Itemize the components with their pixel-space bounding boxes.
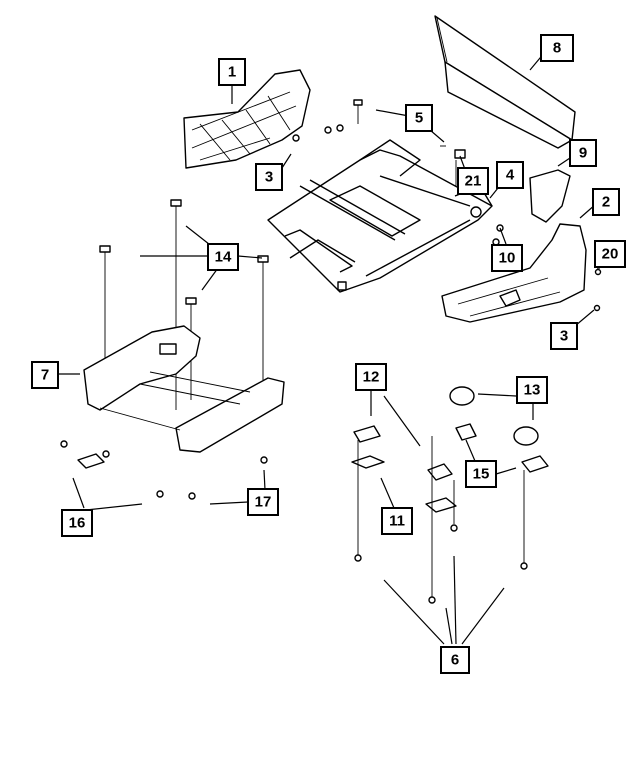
svg-text:2: 2 [602, 194, 610, 211]
callout-5: 5 [405, 104, 433, 132]
svg-text:21: 21 [465, 173, 482, 190]
part-13-bushings [449, 386, 539, 446]
svg-text:16: 16 [69, 515, 86, 532]
svg-text:3: 3 [560, 328, 568, 345]
callout-12: 12 [355, 363, 387, 391]
svg-text:1: 1 [228, 64, 236, 81]
part-1-inner-shield [183, 69, 311, 169]
callout-9: 9 [569, 139, 597, 167]
part-11-bracket [425, 436, 458, 604]
part-12-bracket [351, 425, 385, 562]
svg-text:4: 4 [506, 167, 515, 184]
svg-text:11: 11 [389, 513, 405, 530]
callout-3-lower: 3 [550, 322, 578, 350]
part-8-seatback-panel [434, 15, 576, 149]
callout-8: 8 [540, 34, 574, 62]
svg-text:10: 10 [499, 250, 516, 267]
callout-3-upper: 3 [255, 163, 283, 191]
svg-text:7: 7 [41, 367, 49, 384]
part-16-clip [60, 440, 110, 469]
callout-7: 7 [31, 361, 59, 389]
callout-10: 10 [491, 244, 523, 272]
callout-11: 11 [381, 507, 413, 535]
svg-text:9: 9 [579, 145, 587, 162]
svg-text:6: 6 [451, 652, 459, 669]
part-5-bolts [324, 99, 446, 147]
callout-14: 14 [207, 243, 239, 271]
svg-text:15: 15 [473, 466, 490, 483]
callout-15: 15 [465, 460, 497, 488]
part-15-clips [455, 423, 549, 570]
callout-6: 6 [440, 646, 470, 674]
svg-text:20: 20 [602, 246, 619, 263]
callout-16: 16 [61, 509, 93, 537]
callout-20: 20 [594, 240, 626, 268]
svg-text:12: 12 [363, 369, 380, 386]
callout-17: 17 [247, 488, 279, 516]
svg-text:13: 13 [524, 382, 541, 399]
part-14-fasteners [99, 199, 269, 410]
svg-text:5: 5 [415, 110, 423, 127]
part-7-seat-riser [83, 325, 285, 453]
part-2-outer-shield [441, 223, 602, 323]
callout-21: 21 [457, 167, 489, 195]
part-9-trim-cover [529, 169, 571, 223]
svg-text:3: 3 [265, 169, 273, 186]
svg-text:14: 14 [215, 249, 232, 266]
callout-13: 13 [516, 376, 548, 404]
part-4-seat-track-frame [267, 139, 504, 293]
callout-2: 2 [592, 188, 620, 216]
part-17-nuts [156, 456, 268, 500]
callout-1: 1 [218, 58, 246, 86]
part-21-nut [454, 149, 466, 186]
callout-4: 4 [496, 161, 524, 189]
svg-text:17: 17 [255, 494, 272, 511]
svg-text:8: 8 [553, 40, 561, 57]
